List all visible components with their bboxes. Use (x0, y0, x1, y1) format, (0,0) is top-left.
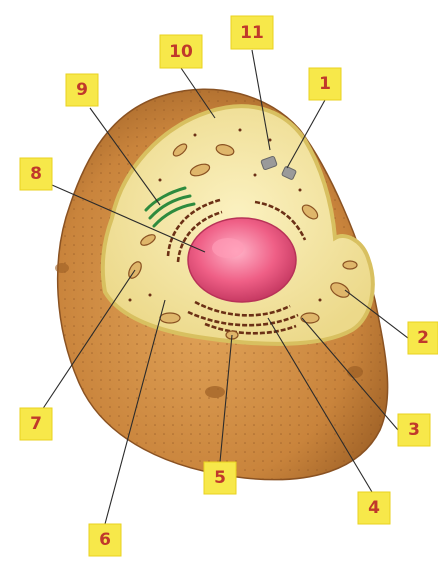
label-6: 6 (89, 524, 121, 556)
label-9-text: 9 (76, 80, 88, 100)
label-7: 7 (20, 408, 52, 440)
label-3: 3 (398, 414, 430, 446)
label-4-text: 4 (368, 498, 380, 518)
label-9: 9 (66, 74, 98, 106)
label-8: 8 (20, 158, 52, 190)
label-11-text: 11 (240, 23, 264, 43)
label-2: 2 (408, 322, 438, 354)
nucleus (188, 218, 296, 302)
label-5-text: 5 (214, 468, 226, 488)
label-2-text: 2 (417, 328, 429, 348)
label-7-text: 7 (30, 414, 42, 434)
label-5: 5 (204, 462, 236, 494)
label-6-text: 6 (99, 530, 111, 550)
label-10: 10 (160, 35, 202, 68)
label-10-text: 10 (169, 42, 193, 62)
label-1: 1 (309, 68, 341, 100)
label-8-text: 8 (30, 164, 42, 184)
label-11: 11 (231, 16, 273, 49)
label-1-text: 1 (319, 74, 331, 94)
label-3-text: 3 (408, 420, 420, 440)
label-4: 4 (358, 492, 390, 524)
